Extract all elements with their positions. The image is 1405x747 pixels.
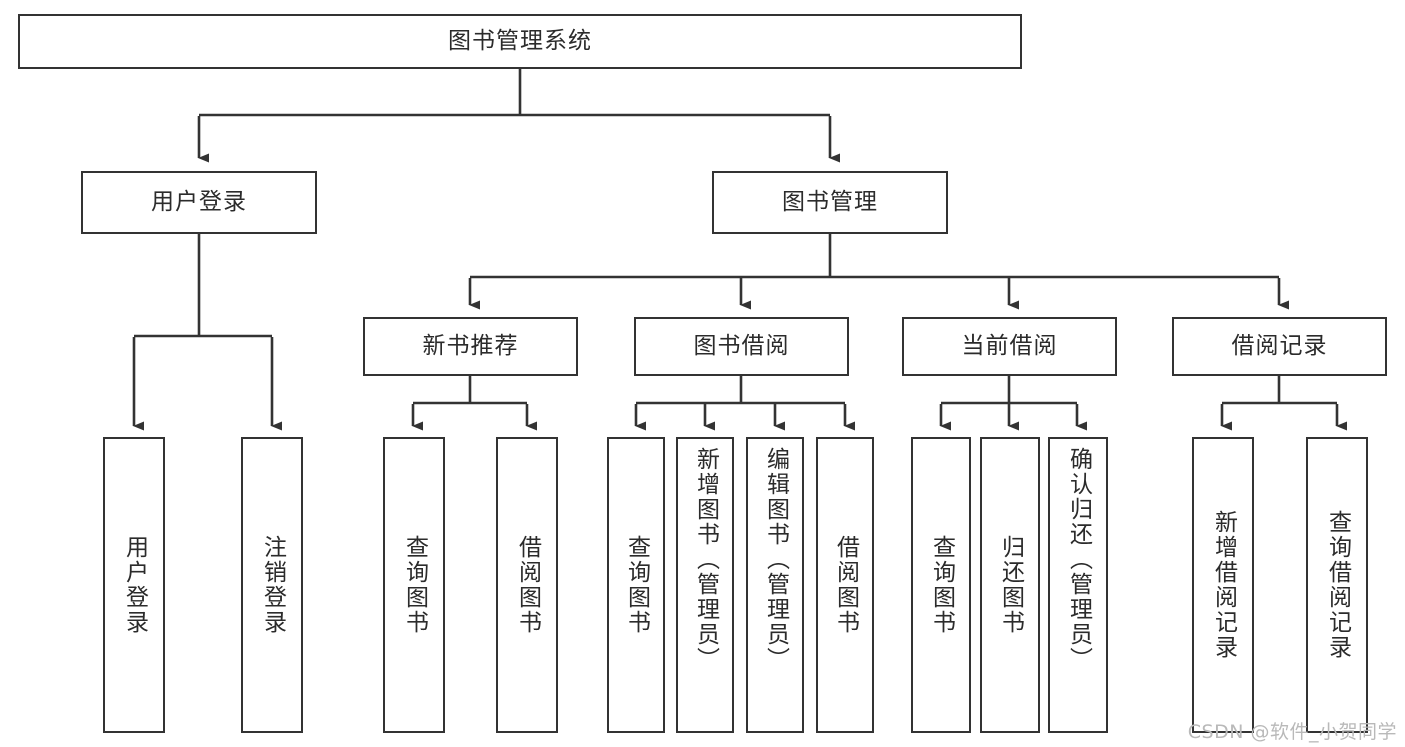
- node-leaf-add-book[interactable]: 新增图书（管理员）: [676, 437, 734, 733]
- node-book-manage-label: 图书管理: [782, 189, 878, 216]
- node-leaf-add-record[interactable]: 新增借阅记录: [1192, 437, 1254, 733]
- node-leaf-borrow-book-2-label: 借阅图书: [832, 535, 859, 635]
- node-current-borrow[interactable]: 当前借阅: [902, 317, 1117, 376]
- node-leaf-user-login[interactable]: 用户登录: [103, 437, 165, 733]
- node-leaf-edit-book[interactable]: 编辑图书（管理员）: [746, 437, 804, 733]
- node-new-book-rec-label: 新书推荐: [422, 333, 519, 360]
- node-leaf-borrow-book-2[interactable]: 借阅图书: [816, 437, 874, 733]
- node-leaf-query-book-2-label: 查询图书: [623, 535, 650, 635]
- node-leaf-borrow-book-1[interactable]: 借阅图书: [496, 437, 558, 733]
- node-root[interactable]: 图书管理系统: [18, 14, 1022, 69]
- node-user-login[interactable]: 用户登录: [81, 171, 317, 234]
- node-book-manage[interactable]: 图书管理: [712, 171, 948, 234]
- node-leaf-query-book-1-label: 查询图书: [401, 535, 428, 635]
- node-current-borrow-label: 当前借阅: [961, 333, 1058, 360]
- node-leaf-edit-book-label: 编辑图书（管理员）: [762, 447, 789, 672]
- node-leaf-logout-login[interactable]: 注销登录: [241, 437, 303, 733]
- node-leaf-query-book-3[interactable]: 查询图书: [911, 437, 971, 733]
- node-root-label: 图书管理系统: [448, 28, 592, 55]
- node-leaf-query-record-label: 查询借阅记录: [1324, 510, 1351, 660]
- node-leaf-query-book-2[interactable]: 查询图书: [607, 437, 665, 733]
- node-leaf-query-book-3-label: 查询图书: [928, 535, 955, 635]
- node-leaf-borrow-book-1-label: 借阅图书: [514, 535, 541, 635]
- node-book-borrow-label: 图书借阅: [693, 333, 790, 360]
- node-leaf-return-book-label: 归还图书: [997, 535, 1024, 635]
- node-leaf-query-book-1[interactable]: 查询图书: [383, 437, 445, 733]
- node-book-borrow[interactable]: 图书借阅: [634, 317, 849, 376]
- node-leaf-query-record[interactable]: 查询借阅记录: [1306, 437, 1368, 733]
- node-new-book-rec[interactable]: 新书推荐: [363, 317, 578, 376]
- node-borrow-record-label: 借阅记录: [1231, 333, 1328, 360]
- node-leaf-return-book[interactable]: 归还图书: [980, 437, 1040, 733]
- node-leaf-user-login-label: 用户登录: [121, 535, 148, 635]
- node-user-login-label: 用户登录: [151, 189, 247, 216]
- node-leaf-add-record-label: 新增借阅记录: [1210, 510, 1237, 660]
- node-leaf-logout-login-label: 注销登录: [259, 535, 286, 635]
- csdn-watermark: CSDN @软件_小贺同学: [1187, 721, 1397, 743]
- node-leaf-add-book-label: 新增图书（管理员）: [692, 447, 719, 672]
- node-leaf-confirm-return[interactable]: 确认归还（管理员）: [1048, 437, 1108, 733]
- node-borrow-record[interactable]: 借阅记录: [1172, 317, 1387, 376]
- node-leaf-confirm-return-label: 确认归还（管理员）: [1065, 447, 1092, 672]
